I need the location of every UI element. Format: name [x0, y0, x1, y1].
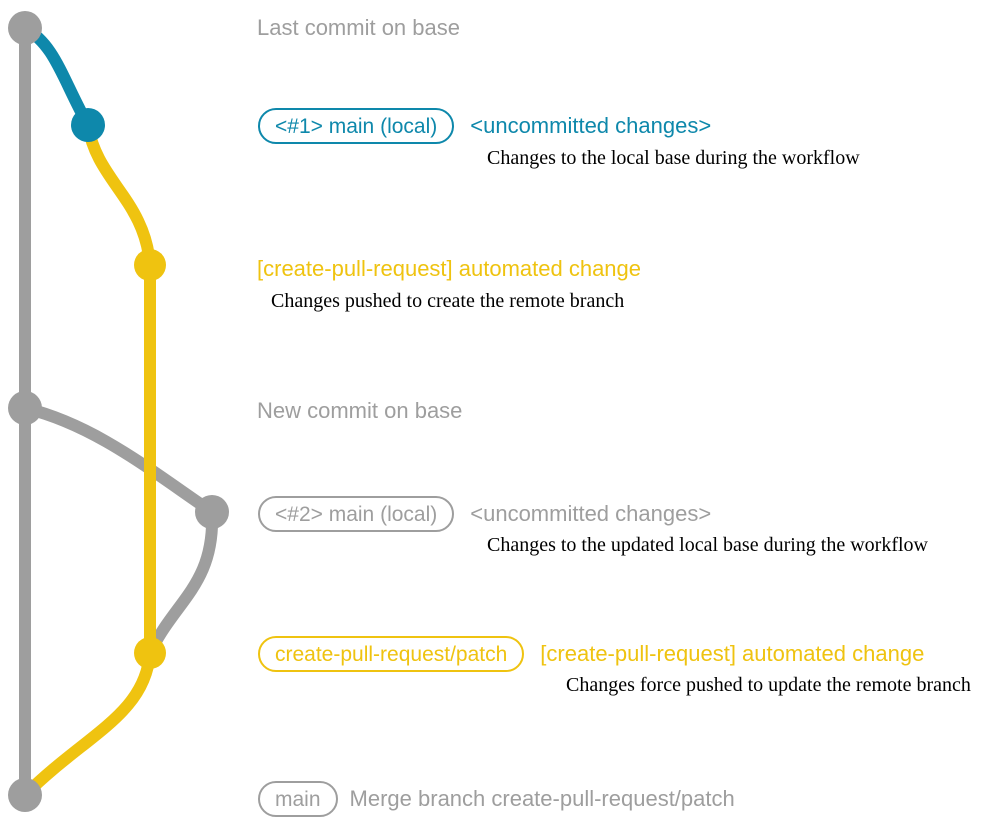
commit-node-merge-commit[interactable]: [8, 778, 42, 812]
row-last-commit-on-base: Last commit on base: [257, 13, 460, 43]
lane-base-to-local2: [19, 402, 218, 518]
row-new-commit-on-base: New commit on base: [257, 396, 462, 426]
branch-badge-main-local-1[interactable]: <#1> main (local): [258, 108, 455, 144]
lane-local2-to-patch: [144, 506, 219, 659]
commit-node-last-commit-on-base[interactable]: [8, 11, 42, 45]
commit-node-new-commit-on-base[interactable]: [8, 391, 42, 425]
branch-badge-main-local-2[interactable]: <#2> main (local): [258, 496, 455, 532]
commit-subject: [create-pull-request] automated change: [257, 256, 642, 281]
row-local-uncommitted-1: <#1> main (local) <uncommitted changes>: [258, 108, 711, 144]
branch-badge-create-pull-request-patch[interactable]: create-pull-request/patch: [258, 636, 525, 672]
commit-subject: Last commit on base: [257, 15, 460, 40]
commit-node-automated-change-1[interactable]: [134, 249, 166, 281]
commit-note-automated-change-1: Changes pushed to create the remote bran…: [271, 290, 625, 312]
commit-note-local-uncommitted-1: Changes to the local base during the wor…: [487, 147, 860, 169]
row-automated-change-2: create-pull-request/patch [create-pull-r…: [258, 636, 924, 672]
commit-subject: [create-pull-request] automated change: [540, 641, 925, 666]
commit-note-local-uncommitted-2: Changes to the updated local base during…: [487, 534, 928, 556]
commit-node-automated-change-2[interactable]: [134, 637, 166, 669]
lane-patch-to-merge: [19, 647, 156, 801]
commit-subject: <uncommitted changes>: [470, 501, 712, 526]
commit-subject: Merge branch create-pull-request/patch: [349, 786, 735, 811]
row-automated-change-1: [create-pull-request] automated change: [257, 254, 641, 284]
commit-node-local-uncommitted-2[interactable]: [195, 495, 229, 529]
lane-local1-to-patch1: [82, 119, 156, 271]
commit-subject: <uncommitted changes>: [470, 113, 712, 138]
commit-node-local-uncommitted-1[interactable]: [71, 108, 105, 142]
row-merge-commit: main Merge branch create-pull-request/pa…: [258, 781, 735, 817]
branch-badge-main[interactable]: main: [258, 781, 338, 817]
row-local-uncommitted-2: <#2> main (local) <uncommitted changes>: [258, 496, 711, 532]
commit-subject: New commit on base: [257, 398, 463, 423]
commit-note-automated-change-2: Changes force pushed to update the remot…: [566, 674, 971, 696]
